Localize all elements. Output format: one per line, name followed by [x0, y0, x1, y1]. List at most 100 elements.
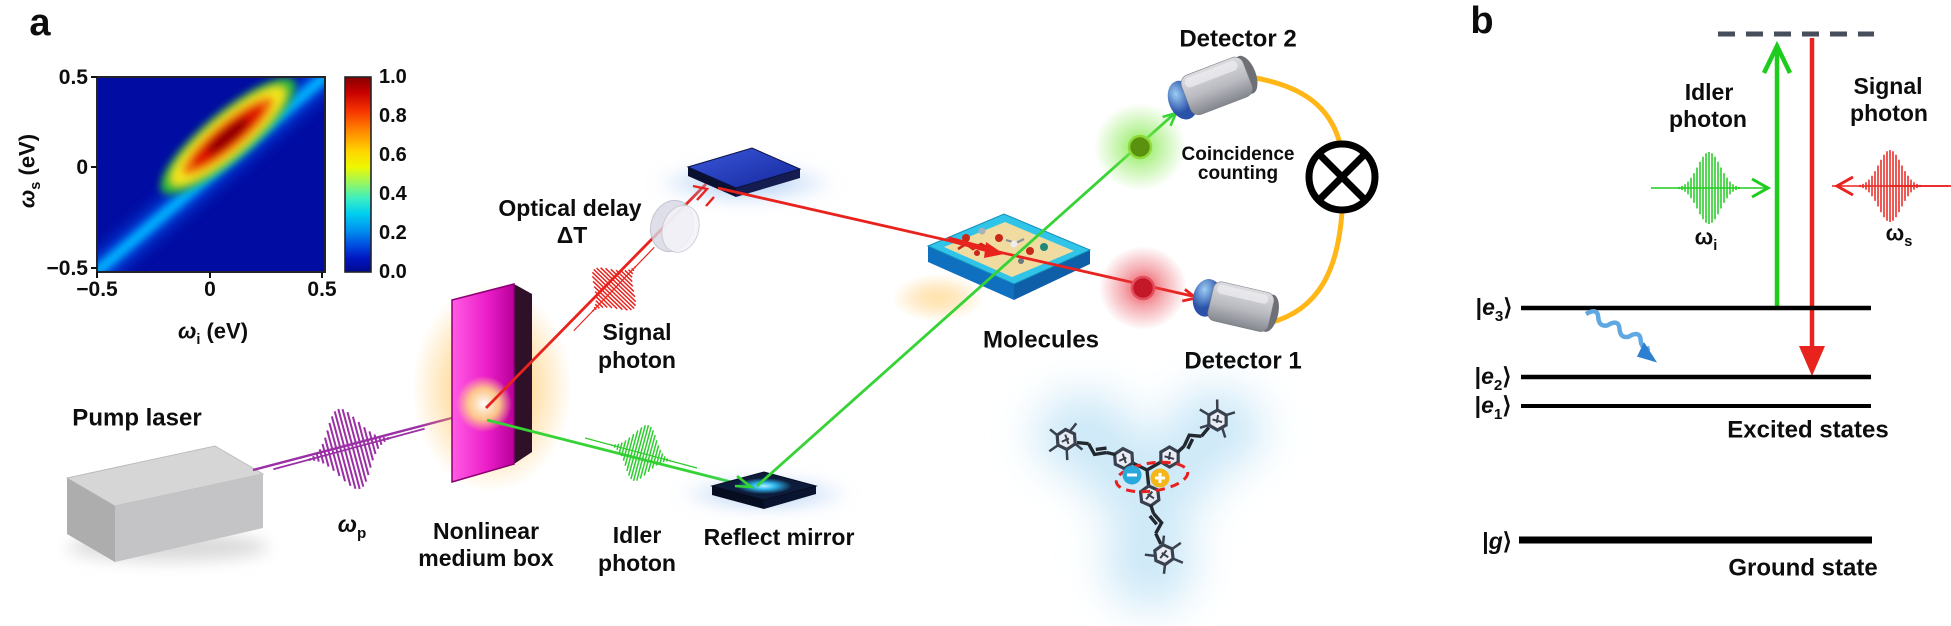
molecule-blobs — [957, 227, 1048, 264]
ket-sub: 3 — [1494, 307, 1504, 325]
signal-arrowheads — [692, 184, 715, 207]
signal-photon-label-line1: Signal — [602, 318, 672, 345]
ket-e1-label: |e1⟩ — [1475, 393, 1512, 423]
charge-transfer-ellipse — [1114, 460, 1190, 494]
detector-1-label: Detector 1 — [1184, 347, 1302, 375]
x-tick-2: 0.5 — [307, 277, 337, 301]
relaxation-wavy-arrow — [1584, 309, 1658, 363]
molecules-sample — [892, 213, 1092, 322]
colorbar — [344, 76, 372, 273]
idler-wave-packet-b — [1650, 151, 1768, 225]
optical-delay-label-line1: Optical delay — [498, 194, 642, 221]
omega-sub: p — [356, 524, 367, 542]
delay-mirror — [653, 147, 837, 207]
ket-symbol: g — [1488, 527, 1503, 554]
x-axis-label: ωi (eV) — [178, 320, 248, 349]
axis-unit: (eV) — [200, 318, 249, 344]
nonlinear-box-label-line1: Nonlinear — [432, 517, 540, 544]
ket-angle: ⟩ — [1502, 392, 1512, 419]
idler-arrowhead — [734, 474, 756, 489]
molecules-label: Molecules — [982, 326, 1100, 354]
excited-states-label: Excited states — [1727, 416, 1889, 444]
idler-photon-label-line1: Idler — [612, 521, 662, 548]
panel-a-label: a — [29, 2, 51, 45]
y-tick-1: 0 — [76, 156, 88, 179]
omega-symbol: ω — [1694, 224, 1714, 250]
x-tick-1: 0 — [204, 277, 216, 301]
ket-e3-label: |e3⟩ — [1476, 295, 1513, 325]
y-tick-0: 0.5 — [58, 66, 88, 89]
reflect-mirror-label: Reflect mirror — [703, 523, 855, 550]
energy-diagram — [1519, 31, 1951, 544]
positive-charge-icon — [1150, 468, 1170, 488]
idler-photon-label-line2: photon — [598, 549, 676, 576]
signal-down-arrowhead — [1799, 346, 1825, 376]
ket-angle: ⟩ — [1502, 527, 1512, 554]
cbar-tick-1: 0.8 — [379, 105, 407, 127]
pump-wave-packet — [261, 387, 437, 511]
omega-symbol: ω — [14, 189, 40, 209]
omega-sub: i — [1713, 238, 1718, 255]
idler-photon-dot — [1094, 103, 1186, 191]
ket-symbol: e — [1482, 294, 1495, 321]
ket-symbol: e — [1481, 363, 1494, 390]
detector-2-label: Detector 2 — [1179, 25, 1297, 53]
ket-bar: | — [1474, 363, 1482, 390]
molecule-structure — [1023, 378, 1275, 620]
signal-frequency-label: ωs — [1886, 222, 1913, 251]
ket-e2-label: |e2⟩ — [1475, 364, 1512, 394]
cbar-tick-0: 1.0 — [379, 66, 407, 88]
signal-photon-label-line2: photon — [598, 346, 676, 373]
y-tick-2: −0.5 — [46, 257, 88, 280]
idler-frequency-label: ωi — [1695, 226, 1718, 255]
omega-symbol: ω — [337, 511, 357, 538]
cbar-tick-3: 0.4 — [379, 183, 407, 205]
cable-detector2 — [1247, 74, 1343, 147]
pump-frequency-label: ωp — [338, 512, 366, 542]
signal-wave-packet-b — [1831, 149, 1949, 223]
idler-packet-arrowhead — [1751, 177, 1772, 199]
pump-laser-label: Pump laser — [72, 404, 202, 432]
signal-photon-b-label-line1: Signal — [1853, 72, 1923, 99]
omega-symbol: ω — [1885, 220, 1905, 246]
optical-delay-element — [649, 199, 700, 253]
idler-photon-b-label-line1: Idler — [1684, 78, 1734, 105]
panel-b-label: b — [1470, 0, 1494, 43]
ket-bar: | — [1474, 392, 1482, 419]
y-axis-label: ωs (eV) — [14, 134, 45, 209]
reflect-mirror — [677, 471, 853, 511]
negative-charge-icon — [1122, 465, 1142, 485]
signal-photon-dot — [1099, 246, 1187, 330]
cbar-tick-4: 0.2 — [379, 222, 407, 244]
ket-angle: ⟩ — [1503, 294, 1513, 321]
ket-g-label: |g⟩ — [1482, 529, 1511, 553]
nonlinear-medium-box — [412, 283, 572, 492]
interaction-glow — [456, 376, 512, 432]
ket-bar: | — [1482, 527, 1489, 554]
idler-beam — [486, 418, 756, 490]
ket-symbol: e — [1481, 392, 1494, 419]
cbar-tick-2: 0.6 — [379, 144, 407, 166]
omega-sub: s — [1904, 234, 1913, 251]
optical-delay-label-line2: ΔT — [556, 221, 588, 248]
excitation-arrowhead — [984, 242, 1004, 258]
detector-1-device — [1192, 279, 1279, 332]
ket-sub: 1 — [1493, 405, 1503, 423]
nonlinear-box-label-line2: medium box — [418, 544, 554, 571]
signal-photon-b-label-line2: photon — [1850, 99, 1928, 126]
omega-symbol: ω — [177, 318, 197, 344]
coincidence-label-line2: counting — [1197, 163, 1279, 185]
coincidence-label-line1: Coincidence — [1181, 144, 1295, 166]
axis-ticks — [91, 76, 323, 278]
x-tick-0: −0.5 — [76, 277, 118, 301]
ground-state-label: Ground state — [1728, 554, 1878, 582]
cbar-tick-5: 0.0 — [379, 261, 407, 283]
ket-angle: ⟩ — [1502, 363, 1512, 390]
idler-photon-b-label-line2: photon — [1669, 105, 1747, 132]
ket-bar: | — [1475, 294, 1483, 321]
idler-up-arrowhead — [1761, 40, 1793, 74]
pump-laser-device — [65, 445, 268, 562]
ket-sub: 2 — [1493, 376, 1503, 394]
